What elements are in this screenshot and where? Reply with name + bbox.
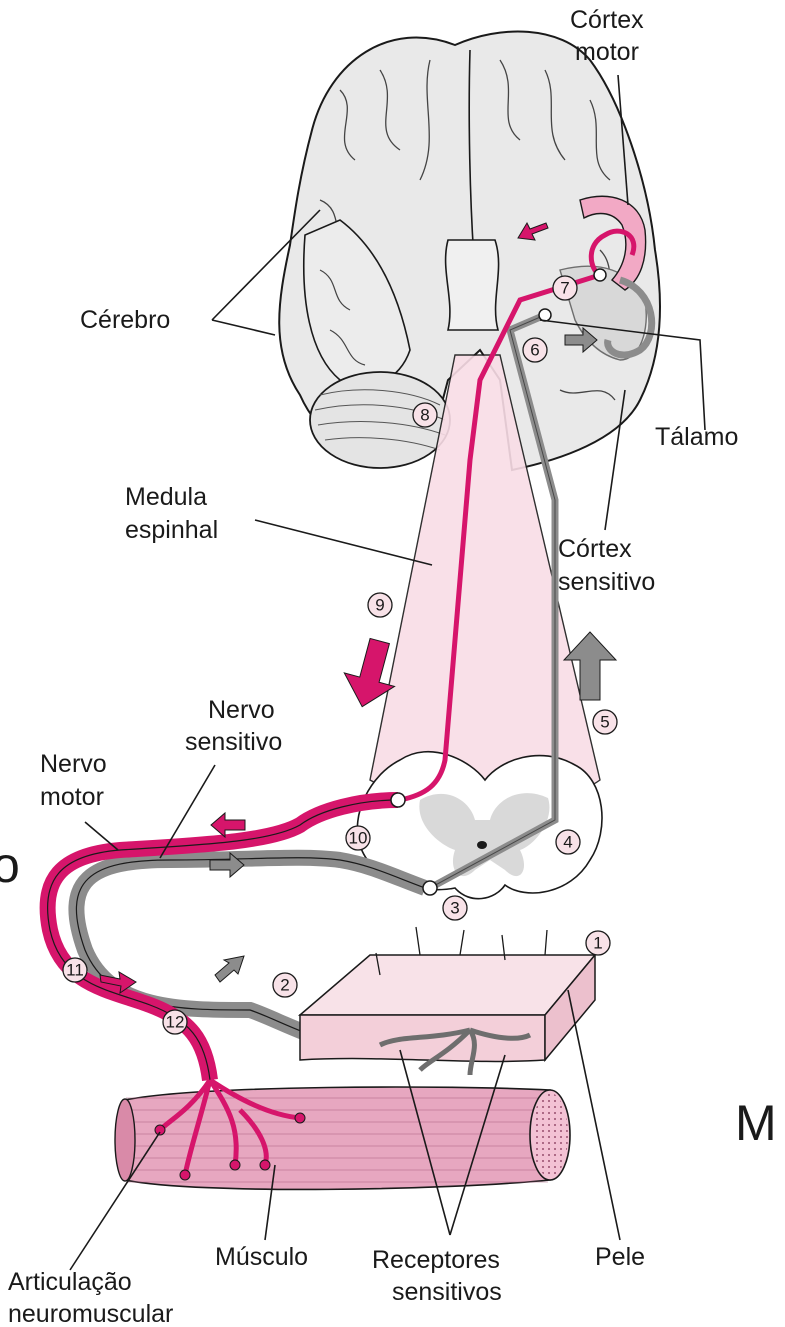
label-cortex-sensitivo-line1: Córtex	[558, 535, 632, 563]
svg-text:6: 6	[530, 341, 539, 360]
step-marker-4: 4	[556, 830, 580, 854]
svg-text:11: 11	[66, 961, 84, 980]
svg-text:7: 7	[560, 279, 569, 298]
cortex-synapse	[594, 269, 606, 281]
thalamus-synapse	[539, 309, 551, 321]
sensory-nerve-arrow-2	[215, 956, 244, 982]
step-marker-10: 10	[346, 826, 370, 850]
skin-top	[300, 955, 595, 1015]
label-cortex-motor-line2: motor	[575, 38, 639, 66]
sensory-synapse	[423, 881, 437, 895]
step-marker-2: 2	[273, 973, 297, 997]
edge-left-fragment: o	[0, 837, 20, 893]
label-articulacao-line1: Articulação	[8, 1268, 132, 1296]
step-marker-9: 9	[368, 593, 392, 617]
label-nervo-sensitivo-line2: sensitivo	[185, 728, 282, 756]
label-pele: Pele	[595, 1243, 645, 1271]
step-marker-8: 8	[413, 403, 437, 427]
svg-text:10: 10	[349, 829, 368, 848]
leader-pele	[568, 990, 620, 1240]
svg-text:4: 4	[563, 833, 572, 852]
step-marker-7: 7	[553, 276, 577, 300]
motor-end-plate-1	[155, 1125, 165, 1135]
skin-block	[300, 927, 595, 1075]
edge-right-fragment: M	[735, 1095, 777, 1151]
label-nervo-motor-line1: Nervo	[40, 750, 107, 778]
brainstem	[446, 240, 499, 330]
svg-text:12: 12	[166, 1013, 185, 1032]
muscle-cut-end-dots	[532, 1093, 568, 1177]
label-cortex-sensitivo-line2: sensitivo	[558, 568, 655, 596]
motor-end-plate-4	[295, 1113, 305, 1123]
label-receptores-line1: Receptores	[372, 1246, 500, 1274]
label-medula-line1: Medula	[125, 483, 207, 511]
label-musculo: Músculo	[215, 1243, 308, 1271]
muscle-left-end	[115, 1099, 135, 1181]
motor-end-plate-2	[180, 1170, 190, 1180]
central-canal	[477, 841, 487, 849]
label-talamo: Tálamo	[655, 423, 738, 451]
motor-end-plate-3	[230, 1160, 240, 1170]
step-marker-5: 5	[593, 710, 617, 734]
step-marker-12: 12	[163, 1010, 187, 1034]
svg-text:5: 5	[600, 713, 609, 732]
step-marker-6: 6	[523, 338, 547, 362]
label-receptores-line2: sensitivos	[392, 1278, 502, 1306]
motor-end-plate-5	[260, 1160, 270, 1170]
label-medula-line2: espinhal	[125, 516, 218, 544]
label-articulacao-line2: neuromuscular	[8, 1300, 173, 1327]
label-cortex-motor-line1: Córtex	[570, 6, 644, 34]
svg-text:3: 3	[450, 899, 459, 918]
step-marker-11: 11	[63, 958, 87, 982]
motor-synapse	[391, 793, 405, 807]
svg-text:2: 2	[280, 976, 289, 995]
svg-text:1: 1	[593, 934, 602, 953]
muscle	[115, 1080, 570, 1189]
svg-text:9: 9	[375, 596, 384, 615]
leader-cerebro-2	[212, 320, 275, 335]
label-cerebro: Cérebro	[80, 306, 170, 334]
label-nervo-motor-line2: motor	[40, 783, 104, 811]
leader-medula	[255, 520, 432, 565]
step-marker-1: 1	[586, 931, 610, 955]
step-marker-3: 3	[443, 896, 467, 920]
label-nervo-sensitivo-line1: Nervo	[208, 696, 275, 724]
svg-text:8: 8	[420, 406, 429, 425]
